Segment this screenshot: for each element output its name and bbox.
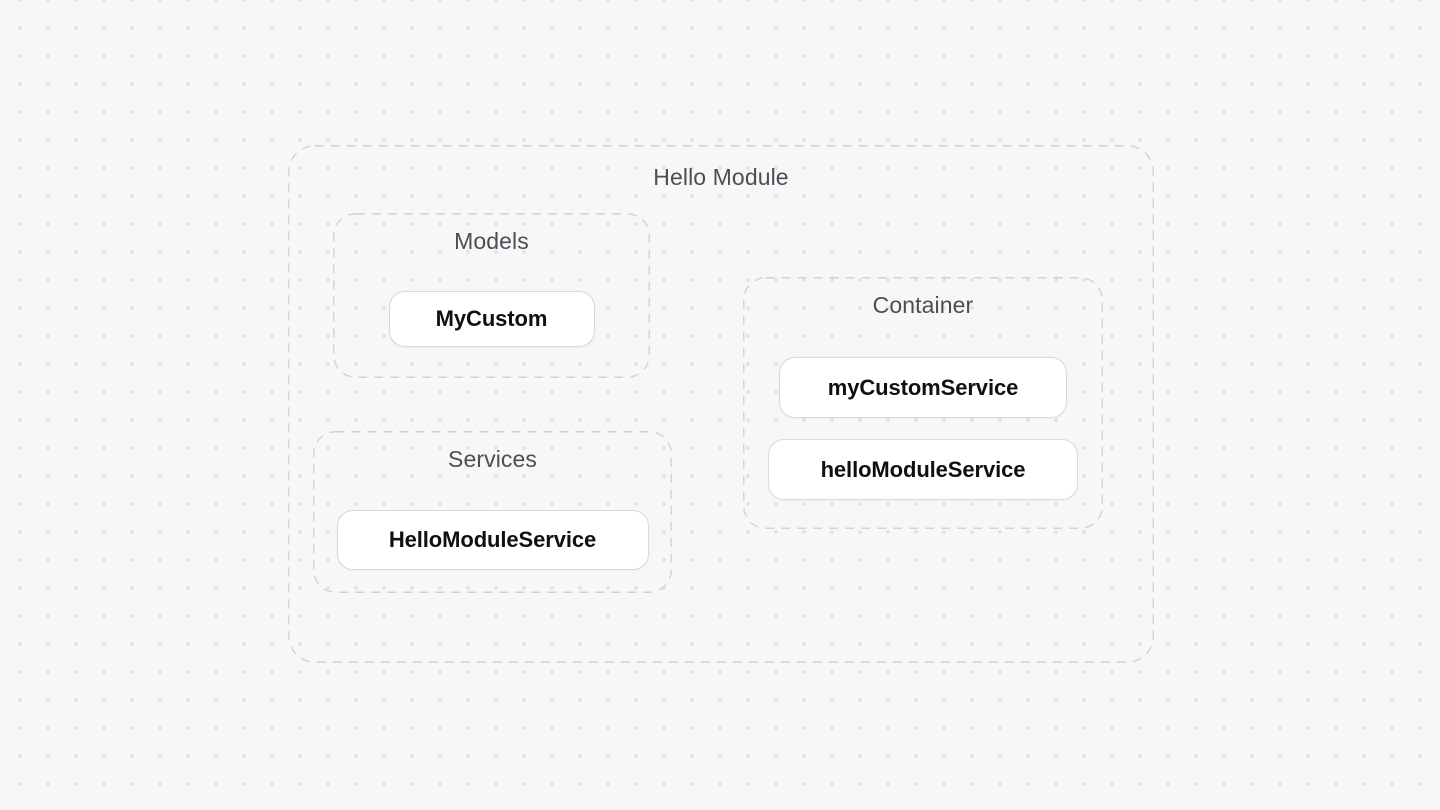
- models-group-title: Models: [454, 228, 529, 254]
- container-node-mycustomservice: myCustomService: [779, 357, 1067, 418]
- container-node-hellomoduleservice: helloModuleService: [768, 439, 1078, 500]
- service-node-hellomoduleservice: HelloModuleService: [336, 510, 649, 570]
- models-group: Models MyCustom: [333, 213, 650, 378]
- services-group-title: Services: [448, 446, 537, 472]
- services-group: Services HelloModuleService: [313, 431, 672, 593]
- container-group: Container myCustomService helloModuleSer…: [743, 277, 1103, 529]
- model-node-mycustom: MyCustom: [388, 291, 595, 347]
- hello-module-title: Hello Module: [653, 164, 789, 190]
- container-group-title: Container: [872, 292, 974, 318]
